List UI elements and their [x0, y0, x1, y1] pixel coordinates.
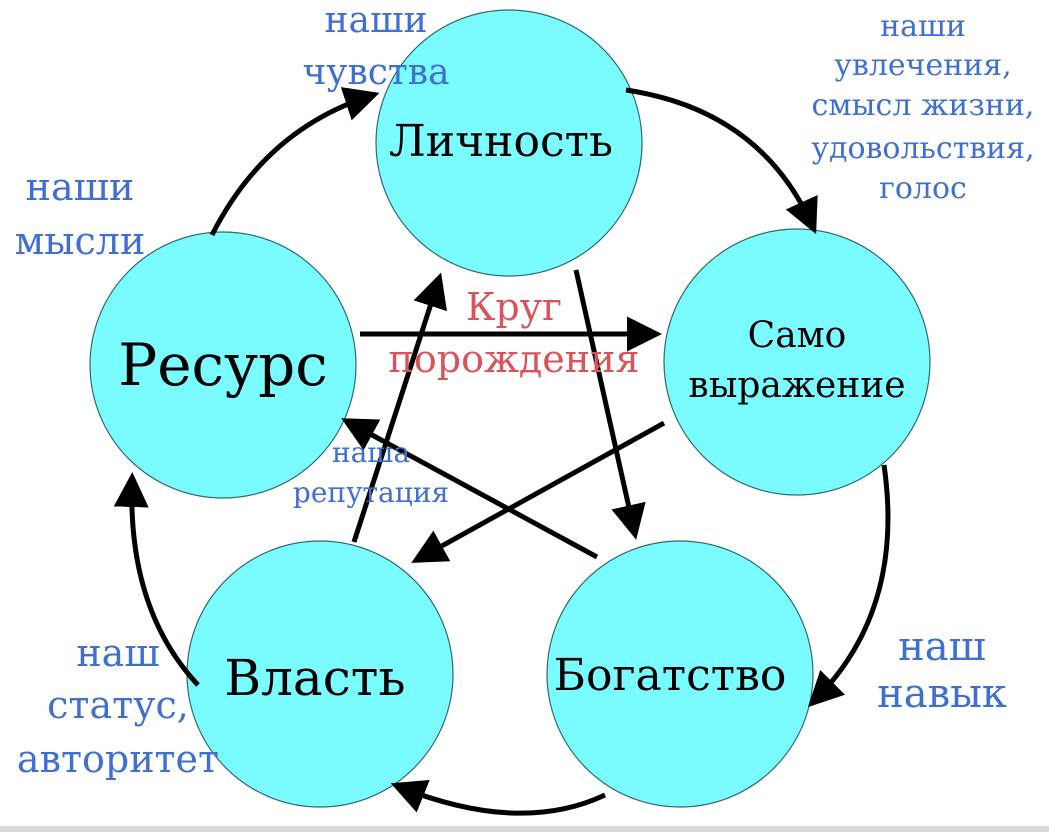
annotation-status-line1: наш — [76, 631, 159, 675]
annotation-interests: наши увлечения, смысл жизни, удовольстви… — [811, 9, 1034, 206]
arrow-samovyrazhenie-to-vlast — [411, 420, 666, 563]
annotation-status: наш статус, авторитет — [17, 631, 219, 781]
annotation-skill-line1: наш — [898, 624, 986, 670]
node-resurs-label: Ресурс — [118, 331, 328, 399]
annotation-thoughts-line2: мысли — [15, 219, 146, 263]
arrow-lichnost-to-samovyrazhenie — [625, 87, 818, 235]
arrow-bogatstvo-to-resurs — [341, 418, 599, 560]
node-resurs-circle — [89, 231, 357, 499]
annotation-interests-line1: наши — [880, 9, 966, 44]
center-label-line2: порождения — [389, 337, 640, 381]
bottom-border — [0, 826, 1049, 832]
node-samovyrazhenie-label-line1: Само — [748, 315, 847, 356]
annotation-feelings-line1: наши — [325, 0, 428, 41]
annotation-interests-line5: голос — [879, 171, 967, 206]
annotation-status-line3: авторитет — [17, 737, 219, 781]
node-samovyrazhenie-label-line2: выражение — [688, 365, 905, 406]
annotation-interests-line3: смысл жизни, — [812, 88, 1035, 123]
annotation-reputation-line1: наша — [332, 436, 410, 469]
annotation-skill: наш навык — [877, 624, 1007, 717]
arrow-bogatstvo-to-vlast — [390, 780, 607, 816]
annotation-reputation: наша репутация — [293, 436, 449, 509]
annotation-thoughts: наши мысли — [15, 165, 146, 263]
annotation-interests-line2: увлечения, — [834, 48, 1011, 83]
arrow-lichnost-to-bogatstvo — [573, 269, 646, 540]
annotation-interests-line4: удовольствия, — [811, 131, 1034, 166]
annotation-feelings: наши чувства — [302, 0, 449, 93]
annotation-skill-line2: навык — [877, 671, 1007, 717]
arrow-vlast-to-resurs — [113, 472, 200, 687]
annotation-feelings-line2: чувства — [302, 52, 449, 93]
arrow-vlast-to-lichnost — [351, 272, 447, 543]
node-lichnost-label: Личность — [389, 116, 613, 167]
arrow-resurs-to-lichnost — [209, 87, 380, 237]
node-bogatstvo-label: Богатство — [554, 650, 787, 701]
arrow-samovyrazhenie-to-bogatstvo — [807, 464, 891, 708]
node-vlast-label: Власть — [224, 649, 405, 707]
node-lichnost-circle — [375, 9, 643, 277]
annotation-status-line2: статус, — [47, 683, 189, 727]
center-label-line1: Круг — [466, 285, 562, 329]
node-samovyrazhenie-circle — [663, 228, 931, 496]
annotation-thoughts-line1: наши — [26, 165, 135, 209]
annotation-reputation-line2: репутация — [293, 476, 449, 509]
